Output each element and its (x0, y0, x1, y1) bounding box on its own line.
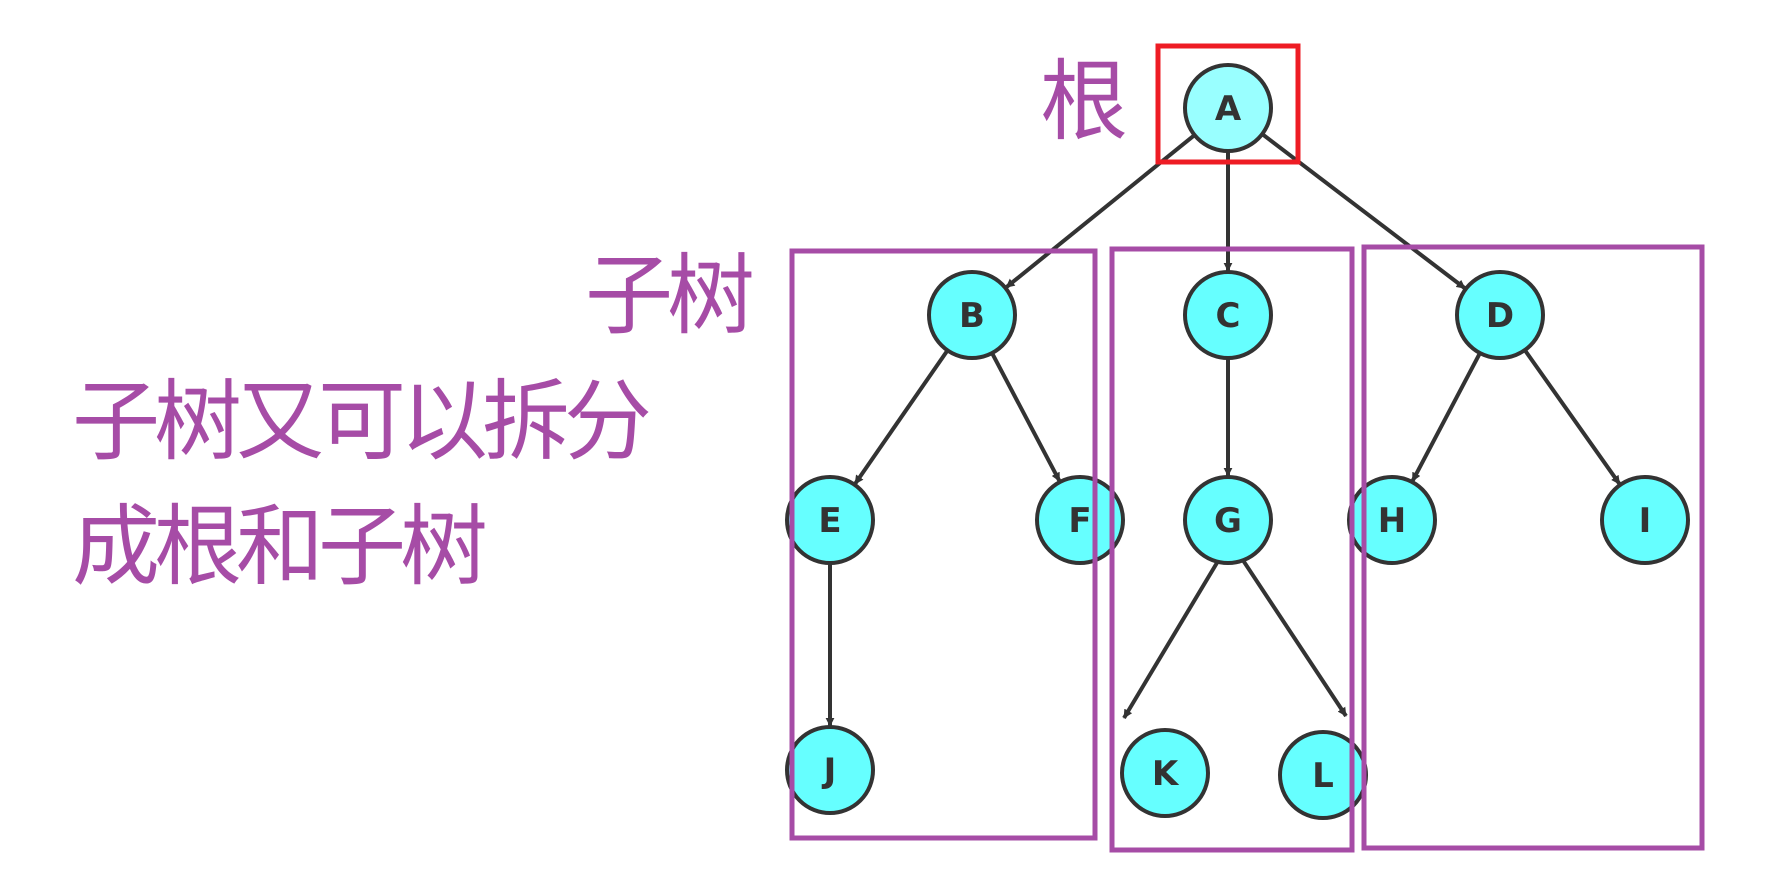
node-k: K (1120, 728, 1210, 818)
node-circle (1455, 270, 1545, 360)
node-label: J (822, 751, 837, 791)
node-i: I (1600, 475, 1690, 565)
node-j: J (785, 725, 875, 815)
explanation-line-2: 成根和子树 (72, 495, 488, 598)
edge-b-to-e (853, 349, 950, 485)
node-label: A (1215, 89, 1242, 129)
root-caption: 根 (1040, 50, 1128, 153)
subtree-box-b (789, 248, 1098, 841)
edges-layer (825, 132, 1622, 727)
explanation-line-1: 子树又可以拆分 (72, 370, 652, 473)
node-circle (1347, 475, 1437, 565)
node-label: I (1639, 501, 1652, 541)
node-circle (1183, 475, 1273, 565)
subtree-caption: 子树 (585, 244, 755, 347)
node-b: B (927, 270, 1017, 360)
node-circle (1120, 728, 1210, 818)
node-circle (785, 475, 875, 565)
node-label: D (1486, 296, 1514, 336)
root-highlight-box (1155, 43, 1301, 165)
node-circle (1600, 475, 1690, 565)
nodes-layer: A B C D E F G H I J K L (785, 63, 1690, 820)
node-label: C (1216, 296, 1241, 336)
node-circle (1183, 63, 1273, 153)
edge-d-to-i (1523, 348, 1622, 486)
node-e: E (785, 475, 875, 565)
node-c: C (1183, 270, 1273, 360)
edge-g-to-k (1122, 560, 1220, 720)
boxes-layer (789, 43, 1705, 853)
node-circle (1183, 270, 1273, 360)
node-g: G (1183, 475, 1273, 565)
node-circle (1035, 475, 1125, 565)
edge-b-to-f (990, 352, 1062, 483)
node-label: B (959, 296, 985, 336)
edge-d-to-h (1410, 352, 1482, 483)
node-d: D (1455, 270, 1545, 360)
node-label: E (818, 501, 841, 541)
node-h: H (1347, 475, 1437, 565)
node-circle (785, 725, 875, 815)
edge-a-to-b (1004, 133, 1196, 289)
node-a: A (1183, 63, 1273, 153)
node-label: K (1152, 754, 1180, 794)
node-label: H (1378, 501, 1406, 541)
subtree-box-c (1109, 246, 1355, 853)
node-circle (927, 270, 1017, 360)
subtree-box-d (1361, 244, 1705, 851)
node-label: L (1312, 756, 1334, 796)
edge-g-to-l (1241, 559, 1348, 718)
node-label: F (1068, 501, 1091, 541)
node-f: F (1035, 475, 1125, 565)
node-label: G (1214, 501, 1242, 541)
